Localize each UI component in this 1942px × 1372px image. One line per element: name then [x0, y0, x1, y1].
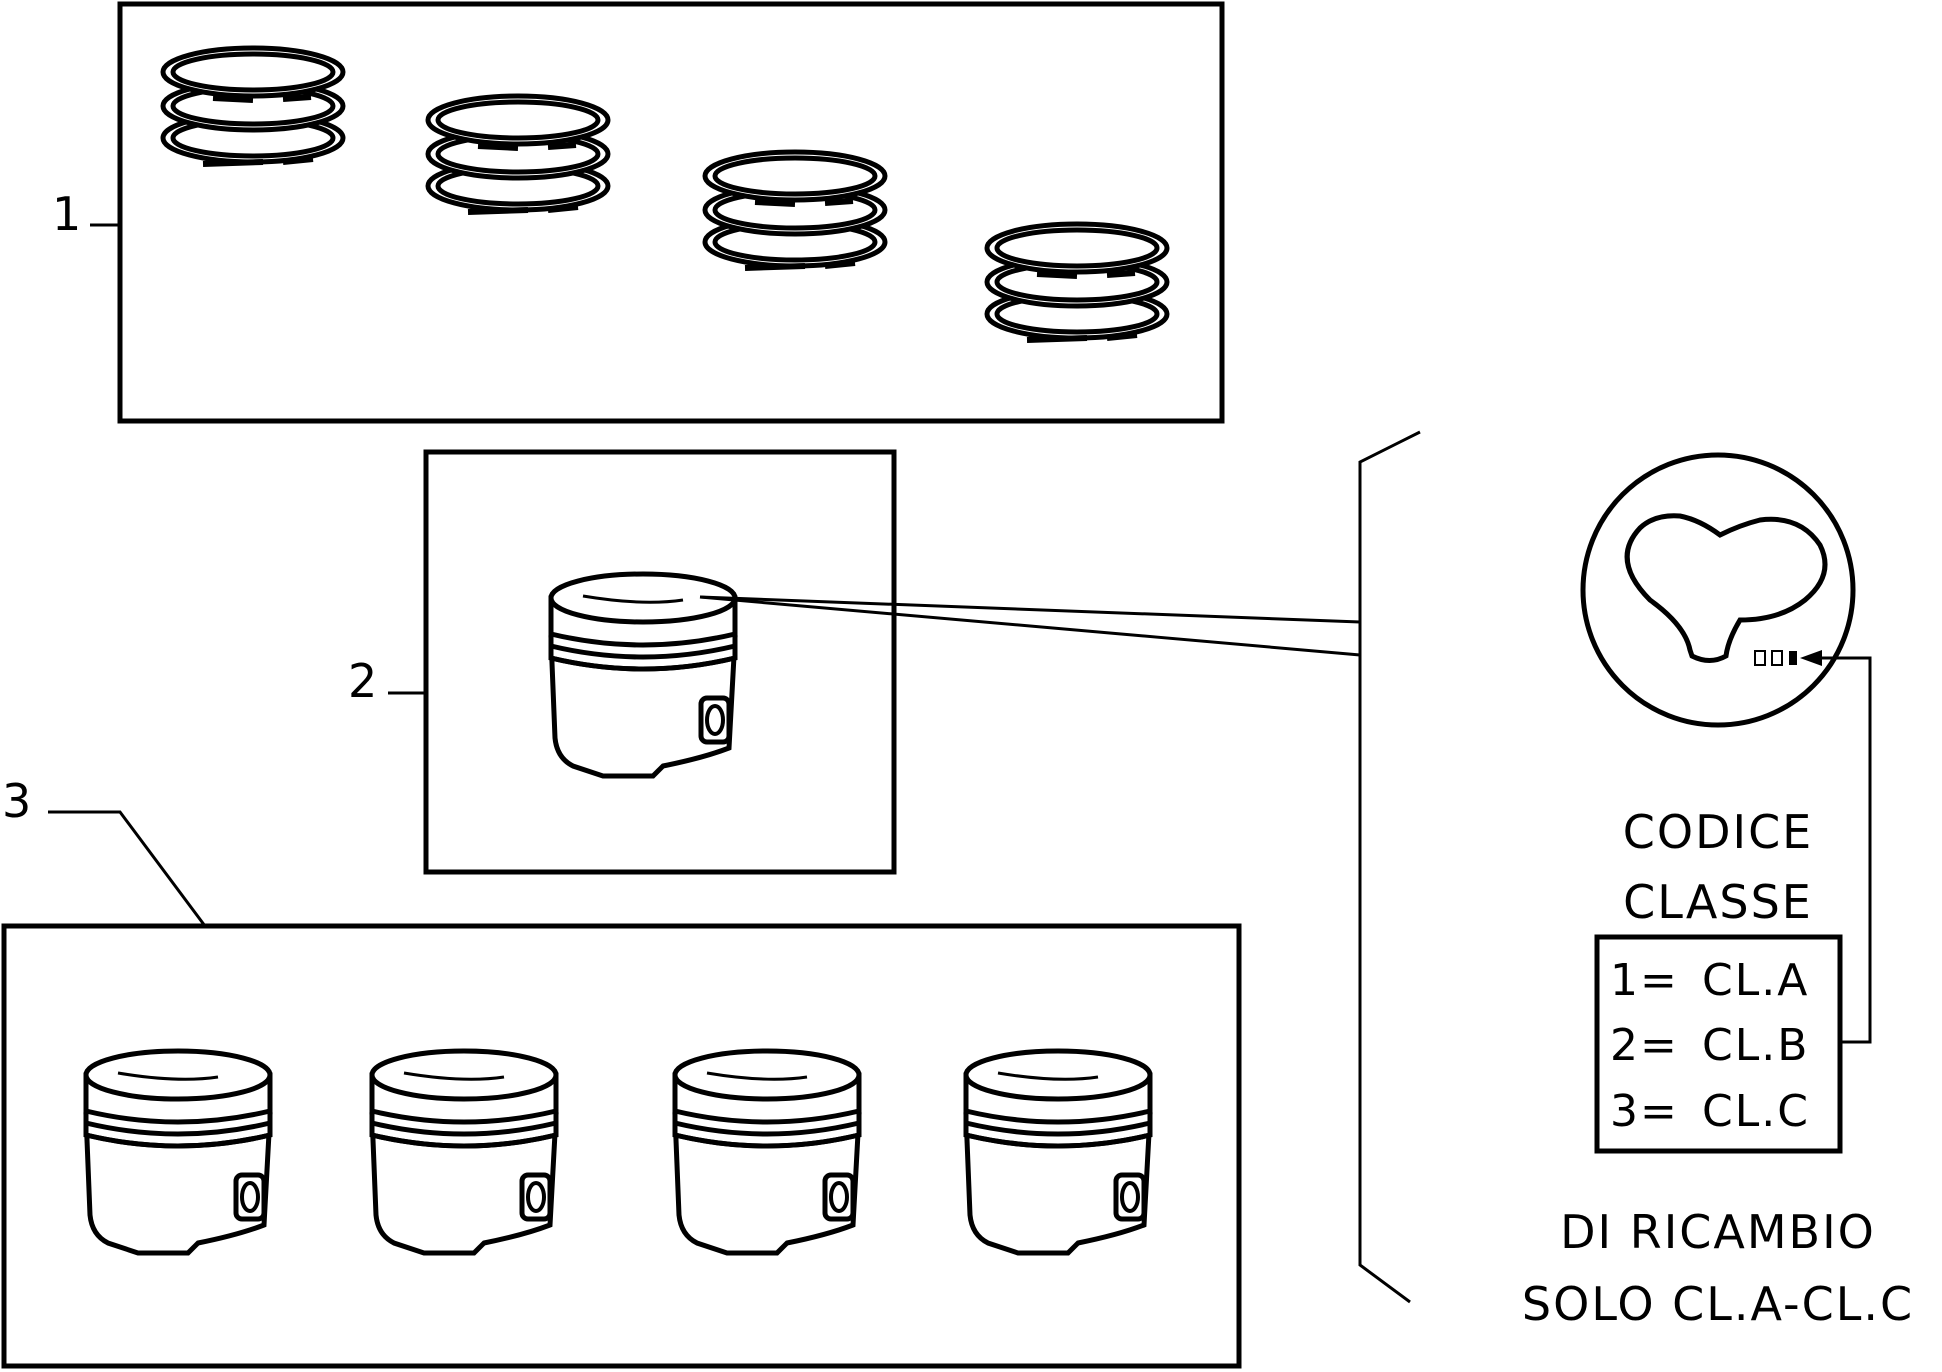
combustion-bowl [1624, 513, 1828, 663]
callout-1: 1 [52, 187, 81, 241]
piston-a [86, 1051, 270, 1253]
piston-d [966, 1051, 1150, 1253]
piston-set-box [1, 923, 1242, 1369]
class-row-2-num: 2= [1610, 1020, 1679, 1071]
piston-b [372, 1051, 556, 1253]
detail-leader-top [699, 595, 1361, 624]
class-arrow-line [1820, 656, 1872, 1044]
spare-note-line-2: SOLO CL.A-CL.C [1522, 1277, 1914, 1331]
ring-set-1 [163, 48, 343, 164]
spare-note-line-1: DI RICAMBIO [1560, 1205, 1876, 1259]
class-table [1594, 934, 1843, 1154]
detail-leader-bottom [699, 595, 1361, 657]
class-code-title-1: CODICE [1623, 805, 1814, 859]
single-piston-box [423, 449, 897, 875]
class-code-title-2: CLASSE [1623, 875, 1813, 929]
class-row-1-cls: CL.A [1702, 955, 1809, 1006]
class-mark-box-1 [1754, 650, 1766, 666]
class-row-3-cls: CL.C [1702, 1086, 1810, 1137]
callout-2: 2 [348, 654, 377, 708]
ring-set-2 [428, 96, 608, 212]
class-mark-box-2 [1771, 650, 1783, 666]
single-piston [551, 574, 735, 776]
ring-set-3 [705, 152, 885, 268]
callout-3: 3 [2, 774, 31, 828]
arrowhead-icon [1800, 650, 1822, 666]
class-row-3-num: 3= [1610, 1086, 1679, 1137]
class-mark-box-3 [1789, 651, 1797, 665]
detail-bracket [1358, 430, 1421, 1304]
piston-c [675, 1051, 859, 1253]
class-row-1-num: 1= [1610, 955, 1679, 1006]
class-row-2-cls: CL.B [1702, 1020, 1809, 1071]
callout-3-leader [48, 810, 207, 927]
ring-set-box [117, 1, 1225, 424]
ring-set-4 [987, 224, 1167, 340]
